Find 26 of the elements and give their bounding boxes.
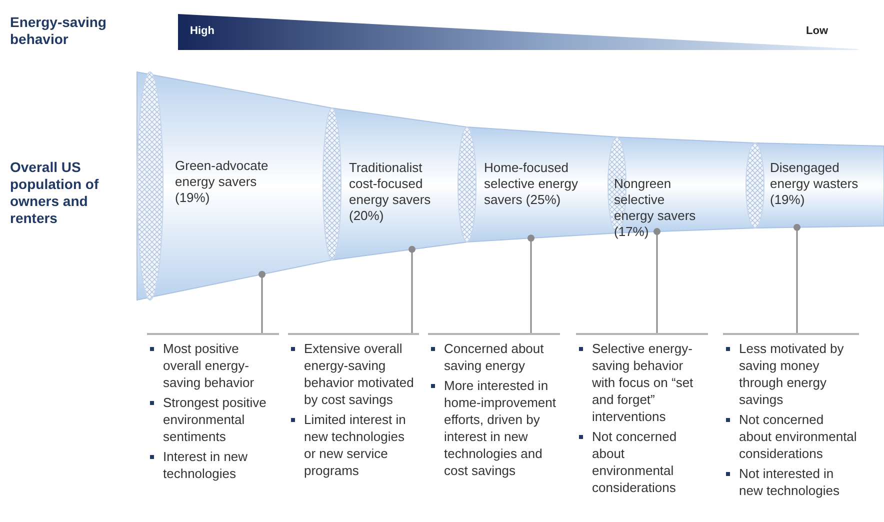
- segment-label: Nongreen selective energy savers (17%): [614, 176, 697, 240]
- bullet-item: Extensive overall energy-saving behavior motivated by cost savings: [288, 340, 419, 408]
- axis-title: Energy-saving behavior: [10, 14, 108, 48]
- bullet-item: Concerned about saving energy: [428, 340, 560, 374]
- leader-line: [528, 234, 534, 333]
- bullet-item: Limited interest in new technologies or new service programs: [288, 411, 419, 479]
- segment-label: Traditionalist cost-focused energy savers (20%): [349, 160, 432, 224]
- bullet-item: More interested in home-improvement efforts, driven by interest in new technologies and cost savings: [428, 377, 560, 479]
- segment-label: Home-focused selective energy savers (25%): [484, 160, 579, 208]
- bullet-item: Not interested in new technologies: [723, 465, 859, 499]
- bullet-item: Less motivated by saving money through energy savings: [723, 340, 859, 408]
- bullet-item: Selective energy-saving behavior with focus on “set and forget” interventions: [576, 340, 708, 425]
- leader-line: [654, 228, 660, 333]
- scale-label: High: [190, 25, 214, 37]
- leader-line: [794, 224, 800, 333]
- segment-label: Green-advocate energy savers (19%): [175, 158, 270, 206]
- bullet-item: Strongest positive environmental sentiments: [147, 394, 279, 445]
- bullet-item: Not concerned about environmental considerations: [576, 428, 708, 496]
- leader-line: [408, 246, 416, 333]
- scale-label: Low: [806, 25, 828, 37]
- bullet-item: Interest in new technologies: [147, 448, 279, 482]
- row-title: Overall US population of owners and renters: [10, 159, 100, 227]
- bullet-item: Most positive overall energy-saving behavior: [147, 340, 279, 391]
- bullet-item: Not concerned about environmental considerations: [723, 411, 859, 462]
- leader-line: [258, 270, 266, 333]
- segment-label: Disengaged energy wasters (19%): [770, 160, 860, 208]
